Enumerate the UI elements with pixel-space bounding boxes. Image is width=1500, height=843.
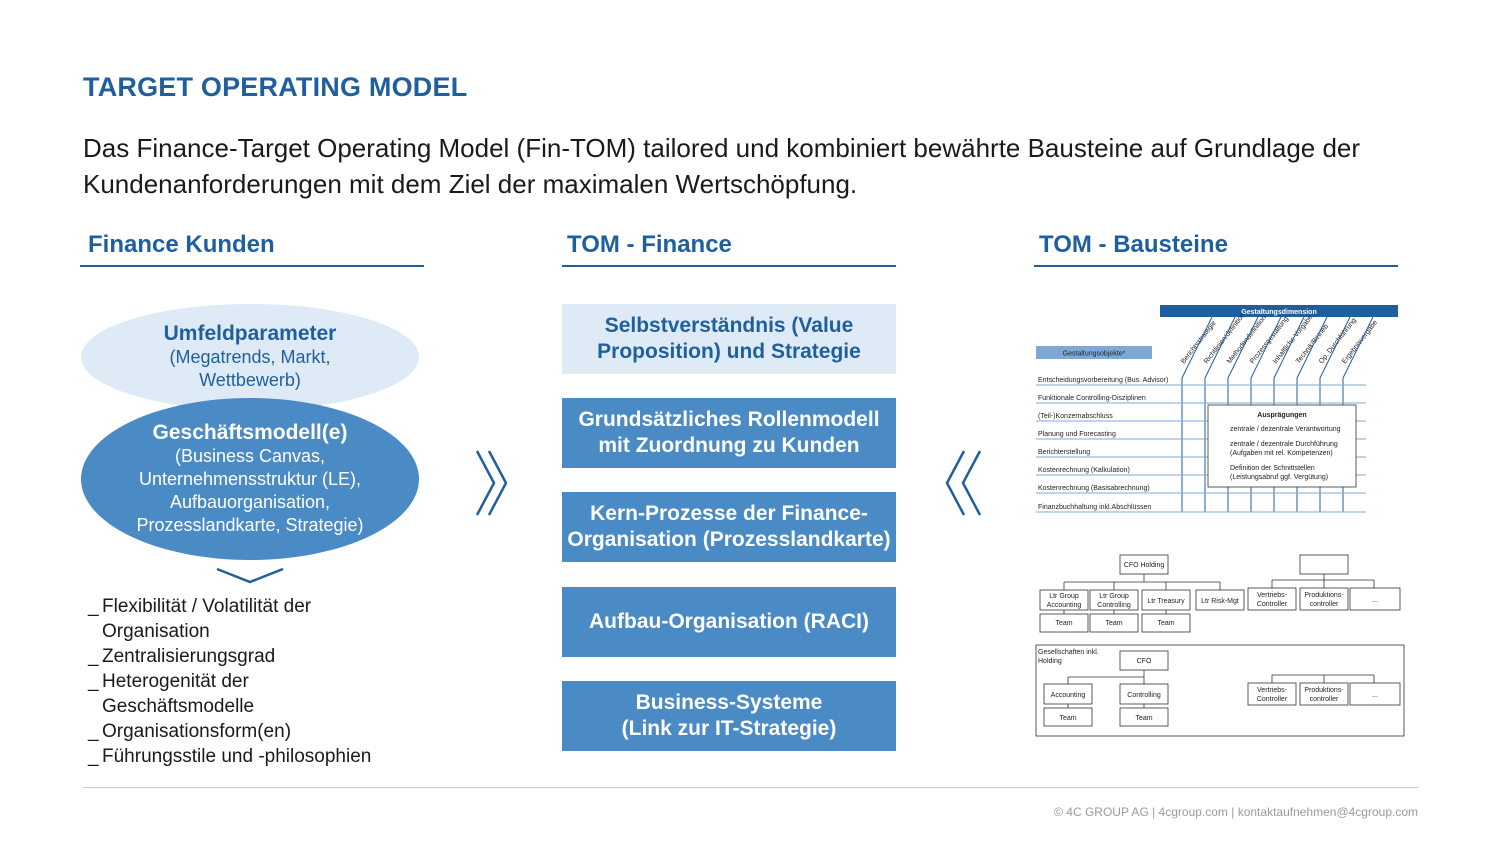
column-underline-left bbox=[80, 265, 424, 267]
matrix-objects-label: Gestaltungsobjekte* bbox=[1063, 351, 1126, 358]
svg-text:Team: Team bbox=[1105, 620, 1122, 627]
matrix-row-labels: Entscheidungsvorbereitung (Bus. Advisor)… bbox=[1038, 377, 1168, 511]
svg-text:Controlling: Controlling bbox=[1097, 602, 1131, 609]
svg-text:Accounting: Accounting bbox=[1047, 602, 1082, 609]
svg-text:Entscheidungsvorbereitung (Bus: Entscheidungsvorbereitung (Bus. Advisor) bbox=[1038, 377, 1168, 384]
svg-text:Team: Team bbox=[1059, 715, 1076, 722]
column-underline-right bbox=[1034, 265, 1398, 267]
geschaeftsmodell-line2: Unternehmensstruktur (LE), bbox=[138, 469, 362, 489]
geschaeftsmodell-heading: Geschäftsmodell(e) bbox=[152, 421, 348, 444]
double-chevron-left-icon bbox=[945, 450, 982, 516]
svg-text:Team: Team bbox=[1157, 620, 1174, 627]
svg-text:Finanzbuchhaltung inkl.Abschlü: Finanzbuchhaltung inkl.Abschlüssen bbox=[1038, 504, 1151, 511]
svg-text:...: ... bbox=[1372, 692, 1378, 699]
svg-text:Ltr Risk-Mgt: Ltr Risk-Mgt bbox=[1201, 598, 1239, 605]
org-chart-diagram: CFO Holding Ltr Group Accounting Ltr Gro… bbox=[1035, 554, 1405, 737]
umfeldparameter-ellipse: Umfeldparameter (Megatrends, Markt, Wett… bbox=[81, 304, 419, 410]
svg-text:Berichterstellung: Berichterstellung bbox=[1038, 449, 1090, 456]
double-chevron-right-icon bbox=[475, 450, 508, 516]
footer-text: © 4C GROUP AG | 4cgroup.com | kontaktauf… bbox=[1054, 805, 1418, 819]
svg-text:zentrale / dezentrale Verantwo: zentrale / dezentrale Verantwortung bbox=[1230, 426, 1341, 433]
list-item: _Führungsstile und -philosophien bbox=[88, 746, 372, 767]
umfeldparameter-line1: (Megatrends, Markt, bbox=[169, 347, 331, 367]
svg-text:CFO: CFO bbox=[1137, 658, 1152, 665]
svg-text:Holding: Holding bbox=[1038, 658, 1062, 665]
requirements-list: _Flexibilität / Volatilität der Organisa… bbox=[88, 594, 371, 769]
svg-text:Funktionale Controlling-Diszip: Funktionale Controlling-Disziplinen bbox=[1038, 395, 1146, 402]
svg-text:Vertriebs-: Vertriebs- bbox=[1257, 687, 1288, 694]
svg-text:Controlling: Controlling bbox=[1127, 692, 1161, 699]
svg-text:(Teil-)Konzernabschluss: (Teil-)Konzernabschluss bbox=[1038, 413, 1113, 420]
svg-text:Controller: Controller bbox=[1257, 696, 1288, 703]
org-chart-labels: CFO Holding Ltr Group Accounting Ltr Gro… bbox=[1038, 562, 1378, 722]
column-heading-finance-kunden: Finance Kunden bbox=[88, 231, 275, 258]
svg-text:zentrale / dezentrale Durchfüh: zentrale / dezentrale Durchführung bbox=[1230, 441, 1338, 448]
column-underline-middle bbox=[562, 265, 896, 267]
svg-text:Gesellschaften inkl.: Gesellschaften inkl. bbox=[1038, 649, 1099, 656]
umfeldparameter-heading: Umfeldparameter bbox=[163, 322, 337, 345]
svg-text:Kostenrechnung (Basisabrechnun: Kostenrechnung (Basisabrechnung) bbox=[1038, 485, 1150, 492]
svg-text:Produktions-: Produktions- bbox=[1304, 687, 1344, 694]
geschaeftsmodell-line1: (Business Canvas, bbox=[174, 446, 326, 466]
column-heading-tom-finance: TOM - Finance bbox=[567, 231, 732, 258]
auspraegungen-title: Ausprägungen bbox=[1257, 412, 1306, 419]
tom-box-business-systeme: Business-Systeme(Link zur IT-Strategie) bbox=[562, 681, 896, 751]
page-subtitle: Das Finance-Target Operating Model (Fin-… bbox=[83, 133, 1361, 199]
page-title: TARGET OPERATING MODEL bbox=[83, 72, 468, 102]
column-heading-tom-bausteine: TOM - Bausteine bbox=[1039, 231, 1228, 258]
list-item: _Organisationsform(en) bbox=[88, 721, 292, 742]
svg-text:Ltr Group: Ltr Group bbox=[1049, 593, 1079, 600]
svg-text:CFO Holding: CFO Holding bbox=[1124, 562, 1165, 569]
umfeldparameter-line2: Wettbewerb) bbox=[199, 370, 301, 390]
list-item: _Zentralisierungsgrad bbox=[88, 646, 276, 667]
svg-text:controller: controller bbox=[1310, 601, 1339, 608]
svg-text:...: ... bbox=[1372, 597, 1378, 604]
svg-text:Team: Team bbox=[1135, 715, 1152, 722]
svg-text:Definition der Schnittstellen: Definition der Schnittstellen bbox=[1230, 465, 1315, 472]
list-item: _Flexibilität / Volatilität der Organisa… bbox=[88, 596, 312, 642]
matrix-header: Gestaltungsdimension bbox=[1241, 309, 1316, 316]
svg-text:Team: Team bbox=[1055, 620, 1072, 627]
svg-text:(Aufgaben mit rel. Kompetenzen: (Aufgaben mit rel. Kompetenzen) bbox=[1230, 450, 1333, 457]
svg-text:(Leistungsabruf ggf. Vergütung: (Leistungsabruf ggf. Vergütung) bbox=[1230, 474, 1328, 481]
tom-box-kern-prozesse: Kern-Prozesse der Finance-Organisation (… bbox=[562, 492, 896, 562]
svg-text:Ltr Treasury: Ltr Treasury bbox=[1147, 598, 1185, 605]
svg-text:Produktions-: Produktions- bbox=[1304, 592, 1344, 599]
svg-text:Ltr Group: Ltr Group bbox=[1099, 593, 1129, 600]
tom-box-aufbau-organisation: Aufbau-Organisation (RACI) bbox=[562, 587, 896, 657]
geschaeftsmodell-line3: Aufbauorganisation, bbox=[169, 492, 331, 512]
chevron-down-icon bbox=[216, 567, 284, 584]
svg-text:Kostenrechnung (Kalkulation): Kostenrechnung (Kalkulation) bbox=[1038, 467, 1130, 474]
svg-text:Controller: Controller bbox=[1257, 601, 1288, 608]
footer-divider bbox=[83, 787, 1418, 788]
geschaeftsmodell-ellipse: Geschäftsmodell(e) (Business Canvas, Unt… bbox=[81, 398, 419, 560]
svg-text:Planung und Forecasting: Planung und Forecasting bbox=[1038, 431, 1116, 438]
list-item: _Heterogenität der Geschäftsmodelle bbox=[88, 671, 255, 717]
geschaeftsmodell-line4: Prozesslandkarte, Strategie) bbox=[136, 515, 364, 535]
svg-text:Vertriebs-: Vertriebs- bbox=[1257, 592, 1288, 599]
svg-text:Accounting: Accounting bbox=[1051, 692, 1086, 699]
svg-text:Richtlinien/definition: Richtlinien/definition bbox=[1203, 312, 1247, 365]
svg-text:controller: controller bbox=[1310, 696, 1339, 703]
gestaltungsmatrix-diagram: Gestaltungsdimension Gestaltungsobjekte*… bbox=[1036, 305, 1398, 513]
